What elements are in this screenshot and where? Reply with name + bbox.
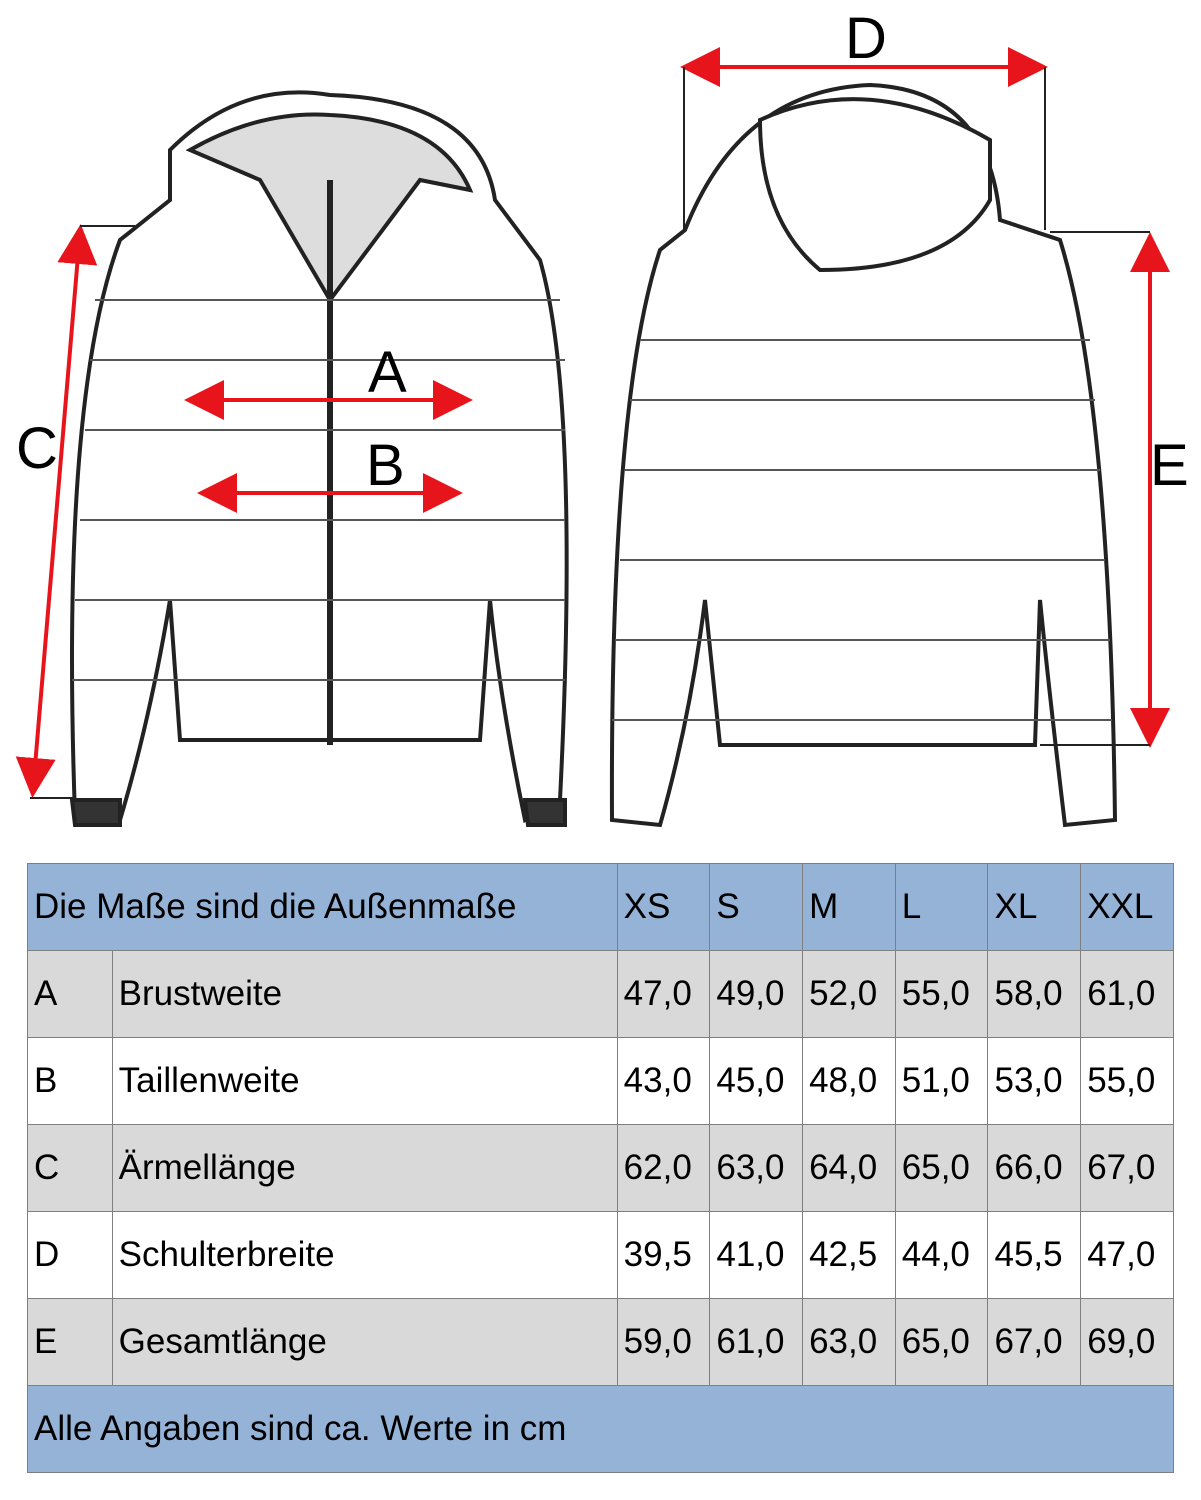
row-value: 48,0 bbox=[802, 1037, 896, 1125]
row-value: 67,0 bbox=[1080, 1124, 1174, 1212]
row-name: Ärmellänge bbox=[111, 1124, 618, 1212]
size-s: S bbox=[709, 863, 804, 951]
row-value: 69,0 bbox=[1080, 1298, 1174, 1386]
row-value: 39,5 bbox=[616, 1211, 711, 1299]
header-title: Die Maße sind die Außenmaße bbox=[27, 863, 618, 951]
row-value: 49,0 bbox=[709, 950, 804, 1038]
row-value: 63,0 bbox=[802, 1298, 896, 1386]
row-name: Gesamtlänge bbox=[111, 1298, 618, 1386]
row-value: 44,0 bbox=[894, 1211, 989, 1299]
label-e: E bbox=[1150, 433, 1189, 498]
footer-note: Alle Angaben sind ca. Werte in cm bbox=[27, 1385, 1174, 1473]
table-footer-row: Alle Angaben sind ca. Werte in cm bbox=[27, 1385, 1174, 1473]
row-value: 42,5 bbox=[802, 1211, 896, 1299]
row-value: 64,0 bbox=[802, 1124, 896, 1212]
size-table: Die Maße sind die Außenmaße XS S M L XL … bbox=[27, 863, 1174, 1473]
row-value: 45,5 bbox=[987, 1211, 1082, 1299]
row-code: B bbox=[27, 1037, 113, 1125]
size-l: L bbox=[894, 863, 989, 951]
size-m: M bbox=[802, 863, 896, 951]
row-value: 52,0 bbox=[802, 950, 896, 1038]
row-value: 61,0 bbox=[709, 1298, 804, 1386]
row-value: 53,0 bbox=[987, 1037, 1082, 1125]
row-value: 47,0 bbox=[1080, 1211, 1174, 1299]
row-value: 47,0 bbox=[616, 950, 711, 1038]
front-jacket-illustration bbox=[69, 90, 569, 827]
row-value: 62,0 bbox=[616, 1124, 711, 1212]
label-b: B bbox=[366, 433, 405, 498]
row-value: 67,0 bbox=[987, 1298, 1082, 1386]
measurement-arrows bbox=[15, 47, 1170, 798]
row-name: Taillenweite bbox=[111, 1037, 618, 1125]
row-name: Brustweite bbox=[111, 950, 618, 1038]
size-xl: XL bbox=[987, 863, 1082, 951]
label-c: C bbox=[16, 416, 58, 481]
row-value: 59,0 bbox=[616, 1298, 711, 1386]
row-value: 43,0 bbox=[616, 1037, 711, 1125]
label-d: D bbox=[845, 6, 887, 71]
row-code: A bbox=[27, 950, 113, 1038]
size-xs: XS bbox=[616, 863, 711, 951]
row-value: 51,0 bbox=[894, 1037, 989, 1125]
arrow-c bbox=[15, 224, 98, 798]
row-value: 61,0 bbox=[1080, 950, 1174, 1038]
row-value: 66,0 bbox=[987, 1124, 1082, 1212]
row-value: 65,0 bbox=[894, 1298, 989, 1386]
row-value: 55,0 bbox=[894, 950, 989, 1038]
row-code: D bbox=[27, 1211, 113, 1299]
row-value: 45,0 bbox=[709, 1037, 804, 1125]
row-value: 58,0 bbox=[987, 950, 1082, 1038]
row-value: 63,0 bbox=[709, 1124, 804, 1212]
row-value: 65,0 bbox=[894, 1124, 989, 1212]
table-header-row: Die Maße sind die Außenmaße XS S M L XL … bbox=[27, 863, 1174, 951]
row-value: 55,0 bbox=[1080, 1037, 1174, 1125]
back-jacket-illustration bbox=[609, 82, 1118, 828]
row-name: Schulterbreite bbox=[111, 1211, 618, 1299]
label-a: A bbox=[368, 340, 407, 405]
row-value: 41,0 bbox=[709, 1211, 804, 1299]
size-xxl: XXL bbox=[1080, 863, 1174, 951]
jacket-diagram: A B C D E bbox=[15, 6, 1189, 828]
row-code: C bbox=[27, 1124, 113, 1212]
row-code: E bbox=[27, 1298, 113, 1386]
